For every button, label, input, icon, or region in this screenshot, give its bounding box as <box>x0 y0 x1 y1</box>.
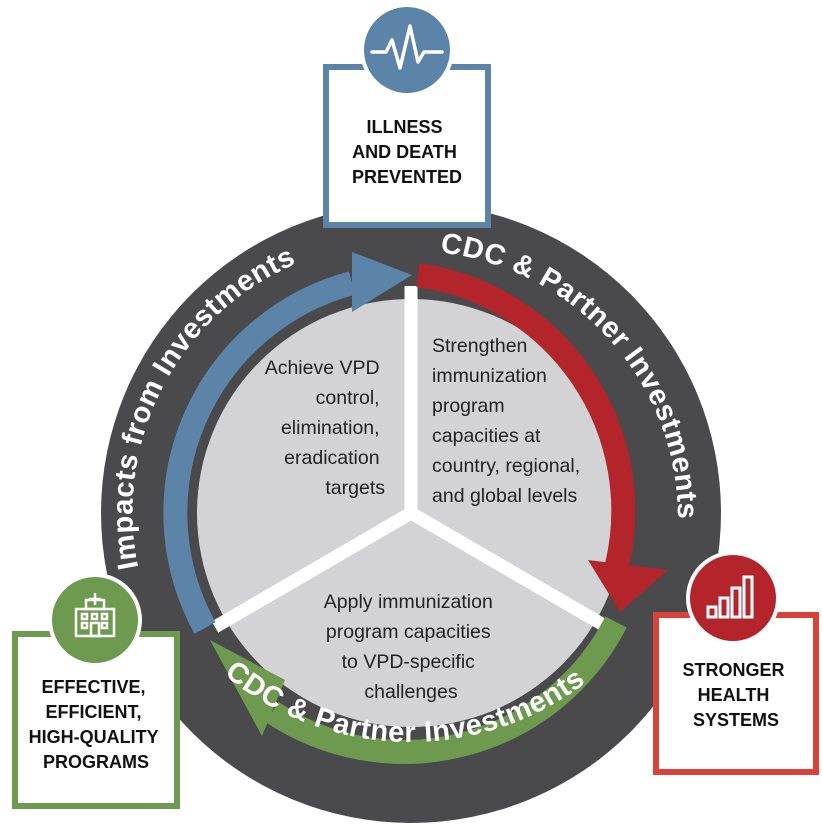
sector-right-line: and global levels <box>432 485 578 507</box>
sector-right-line: program <box>432 395 505 417</box>
sector-bottom-line: Apply immunization <box>324 591 493 613</box>
blue-arrow <box>163 252 412 634</box>
svg-text:STRONGER HEALTH SY: STRONGER HEALTH SYSTEMS <box>682 660 789 730</box>
sector-right-line: Strengthen <box>432 335 527 357</box>
sector-right-line: capacities at <box>432 425 541 447</box>
sector-bottom-line: to VPD-specific <box>342 651 476 673</box>
outcome-right-line: SYSTEMS <box>693 710 779 730</box>
sector-left-line: eradication <box>284 447 379 469</box>
outcome-top-line: ILLNESS <box>366 117 442 137</box>
outcome-right-line: STRONGER <box>682 660 784 680</box>
sector-bottom-line: program capacities <box>326 621 491 643</box>
heartbeat-icon <box>360 3 454 97</box>
outcome-top-line: AND DEATH <box>352 142 457 162</box>
outcome-left-line: HIGH-QUALITY <box>29 727 159 747</box>
sector-right-line: country, regional, <box>432 455 580 477</box>
bar-chart-icon <box>686 551 780 645</box>
svg-text:EFFECTIVE, EFFICIENT,: EFFECTIVE, EFFICIENT, HIGH-QUALITY PROGR… <box>29 677 164 772</box>
outcome-left-line: PROGRAMS <box>43 752 149 772</box>
sector-bottom-line: challenges <box>364 681 457 703</box>
outcome-left-line: EFFECTIVE, <box>41 677 145 697</box>
sector-left-line: control, <box>316 387 380 409</box>
green-arrow <box>210 616 627 764</box>
sector-left-line: Achieve VPD <box>265 357 380 379</box>
outcome-right-line: HEALTH <box>698 685 770 705</box>
hospital-icon <box>48 573 142 667</box>
sector-dividers <box>211 286 611 633</box>
sector-left-line: targets <box>325 477 385 499</box>
sector-left-text: Achieve VPD control, elimination, eradic… <box>265 357 386 499</box>
svg-text:ILLNESS AND DEATH: ILLNESS AND DEATH PREVENTED <box>352 117 462 187</box>
sector-right-text: Strengthen immunization program capaciti… <box>432 335 586 507</box>
red-arrow <box>416 263 668 612</box>
sector-left-line: elimination, <box>281 417 380 439</box>
sector-bottom-text: Apply immunization program capacities to… <box>324 591 499 703</box>
outcome-top-line: PREVENTED <box>352 167 462 187</box>
sector-right-line: immunization <box>432 365 547 387</box>
outcome-left-line: EFFICIENT, <box>45 702 141 722</box>
